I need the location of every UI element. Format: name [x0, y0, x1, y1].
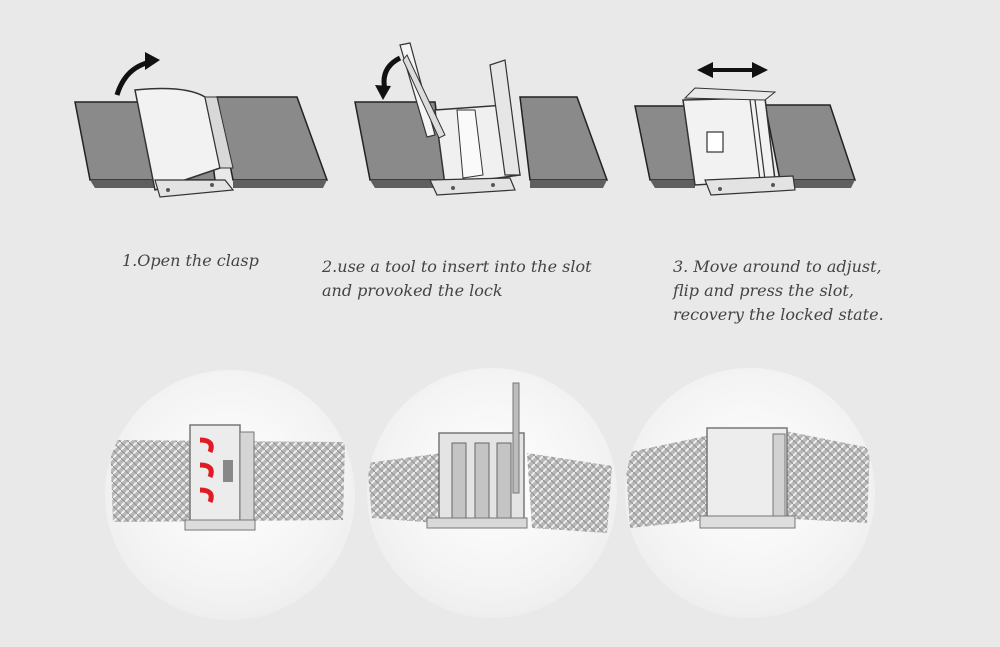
- left-band-edge: [370, 180, 445, 188]
- right-band-edge: [780, 180, 855, 188]
- closed-clasp: [682, 87, 796, 196]
- right-band: [519, 96, 609, 181]
- tool-icon: [399, 42, 446, 139]
- mesh-band: [775, 430, 870, 523]
- step1-caption: 1.Open the clasp: [122, 251, 259, 270]
- step2-caption: 2.use a tool to insert into the slot and…: [322, 257, 592, 300]
- mesh-band: [527, 453, 612, 533]
- opened-clasp: [429, 59, 521, 196]
- right-band-edge: [233, 180, 327, 188]
- step1-photo: [105, 370, 355, 620]
- tool-icon: [512, 382, 520, 494]
- mesh-band: [367, 453, 442, 523]
- left-band-edge: [650, 180, 695, 188]
- step3-photo: [625, 368, 875, 618]
- step2-photo: [367, 368, 617, 618]
- red-arrows: [199, 437, 214, 503]
- open-clasp: [134, 87, 235, 198]
- curved-arrow-icon: [375, 55, 402, 100]
- right-band: [764, 104, 857, 181]
- step3-diagram: [634, 62, 857, 196]
- step2-diagram: [354, 42, 609, 196]
- double-arrow-icon: [697, 62, 768, 78]
- curved-arrow-icon: [114, 52, 160, 96]
- step1-diagram: [74, 52, 329, 198]
- right-band-edge: [530, 180, 607, 188]
- step3-caption: 3. Move around to adjust, flip and press…: [673, 257, 884, 324]
- right-band: [216, 96, 329, 181]
- mesh-band: [625, 433, 725, 528]
